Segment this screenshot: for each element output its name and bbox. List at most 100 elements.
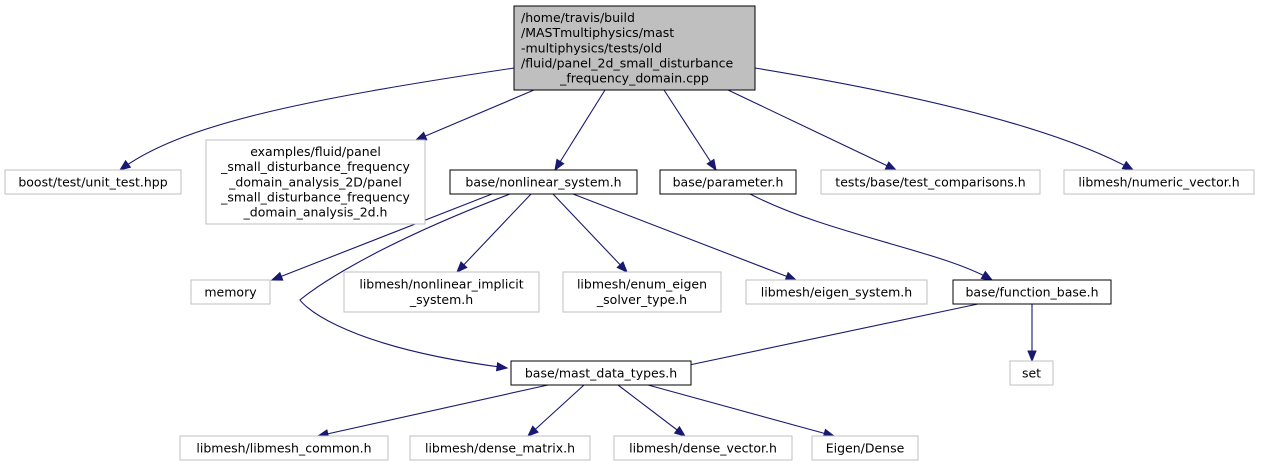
edge-line bbox=[754, 67, 1134, 171]
node-box bbox=[952, 279, 1112, 305]
edge-line bbox=[572, 193, 797, 281]
edge-root-to-examples_panel_header bbox=[414, 89, 535, 141]
edge-nonlinear_system-to-nonlinear_implicit_system bbox=[456, 193, 532, 273]
node-box bbox=[1063, 169, 1255, 195]
node-root[interactable]: /home/travis/build/MASTmultiphysics/mast… bbox=[513, 5, 756, 91]
node-label-line: -multiphysics/tests/old bbox=[521, 40, 662, 55]
node-box bbox=[179, 435, 389, 461]
edge-function_base-to-mast_data_types bbox=[673, 303, 979, 371]
edge-line bbox=[552, 193, 628, 273]
node-label-line: _domain_analysis_2d.h bbox=[243, 205, 388, 220]
edge-line bbox=[727, 89, 897, 171]
node-examples-panel-header: examples/fluid/panel_small_disturbance_f… bbox=[205, 139, 426, 225]
node-nonlinear-system[interactable]: base/nonlinear_system.h bbox=[449, 169, 638, 195]
node-label-line: libmesh/libmesh_common.h bbox=[196, 440, 371, 455]
node-label-line: _small_disturbance_frequency bbox=[220, 159, 410, 174]
node-memory: memory bbox=[190, 279, 271, 305]
edge-line bbox=[663, 89, 717, 171]
node-boost-unit-test: boost/test/unit_test.hpp bbox=[4, 169, 182, 195]
node-label-line: base/nonlinear_system.h bbox=[465, 174, 621, 189]
node-label-line: _domain_analysis_2D/panel bbox=[228, 174, 402, 189]
edge-nonlinear_system-to-eigen_system bbox=[572, 193, 798, 281]
arrowhead bbox=[1027, 350, 1037, 363]
arrowhead bbox=[527, 425, 539, 437]
edge-line bbox=[456, 193, 532, 273]
node-label-line: /home/travis/build bbox=[521, 10, 635, 25]
node-label-line: libmesh/eigen_system.h bbox=[761, 284, 912, 299]
arrowhead bbox=[456, 261, 468, 273]
node-label-line: _frequency_domain.cpp bbox=[559, 71, 709, 86]
node-eigen-system: libmesh/eigen_system.h bbox=[745, 279, 928, 305]
node-box bbox=[409, 435, 591, 461]
edge-nonlinear_system-to-mast_data_types bbox=[299, 193, 511, 372]
node-box bbox=[659, 169, 797, 195]
edge-nonlinear_system-to-enum_eigen_solver_type bbox=[552, 193, 628, 273]
node-box bbox=[811, 435, 919, 461]
node-test-comparisons: tests/base/test_comparisons.h bbox=[820, 169, 1041, 195]
node-label-line: base/function_base.h bbox=[965, 284, 1098, 299]
arrowhead bbox=[784, 271, 798, 281]
node-set: set bbox=[1009, 360, 1054, 386]
node-label-line: Eigen/Dense bbox=[826, 440, 905, 455]
arrowhead bbox=[616, 261, 628, 273]
node-nonlinear-implicit-system: libmesh/nonlinear_implicit_system.h bbox=[343, 271, 540, 313]
node-box bbox=[745, 279, 928, 305]
nodes-layer: /home/travis/build/MASTmultiphysics/mast… bbox=[4, 5, 1255, 461]
edge-root-to-parameter bbox=[663, 89, 717, 172]
arrowhead bbox=[270, 271, 284, 281]
node-label-line: libmesh/numeric_vector.h bbox=[1078, 174, 1239, 189]
node-label-line: base/parameter.h bbox=[673, 174, 784, 189]
edge-function_base-to-set bbox=[1027, 304, 1037, 363]
edge-line bbox=[617, 384, 686, 437]
node-box bbox=[613, 435, 793, 461]
node-label-line: memory bbox=[204, 284, 257, 299]
arrowhead bbox=[1121, 160, 1135, 171]
edge-line bbox=[415, 89, 535, 141]
node-label-line: set bbox=[1022, 365, 1041, 380]
edge-line bbox=[271, 193, 493, 281]
node-box bbox=[190, 279, 271, 305]
node-label-line: _system.h bbox=[409, 292, 473, 307]
node-label-line: libmesh/dense_vector.h bbox=[629, 440, 777, 455]
edge-line bbox=[674, 303, 979, 369]
node-enum-eigen-solver-type: libmesh/enum_eigen_solver_type.h bbox=[562, 271, 722, 313]
node-parameter[interactable]: base/parameter.h bbox=[659, 169, 797, 195]
edge-line bbox=[119, 67, 515, 171]
node-dense-matrix: libmesh/dense_matrix.h bbox=[409, 435, 591, 461]
edge-mast_data_types-to-libmesh_common bbox=[316, 384, 549, 439]
edge-line bbox=[647, 384, 835, 437]
edge-mast_data_types-to-dense_vector bbox=[617, 384, 687, 437]
node-numeric-vector: libmesh/numeric_vector.h bbox=[1063, 169, 1255, 195]
arrowhead bbox=[884, 161, 898, 171]
edge-root-to-numeric_vector bbox=[754, 67, 1135, 171]
arrowhead bbox=[118, 159, 132, 171]
node-label-line: /fluid/panel_2d_small_disturbance bbox=[521, 55, 734, 70]
edge-line bbox=[527, 384, 585, 437]
edge-root-to-boost_unit_test bbox=[118, 67, 515, 171]
arrowhead bbox=[980, 270, 994, 281]
edge-line bbox=[317, 384, 549, 437]
node-function-base[interactable]: base/function_base.h bbox=[952, 279, 1112, 305]
node-label-line: libmesh/nonlinear_implicit bbox=[359, 277, 523, 292]
node-mast-data-types[interactable]: base/mast_data_types.h bbox=[510, 360, 692, 386]
edge-root-to-test_comparisons bbox=[727, 89, 898, 171]
edge-line bbox=[554, 89, 606, 171]
node-box bbox=[562, 271, 722, 313]
node-box bbox=[4, 169, 182, 195]
arrowhead bbox=[414, 131, 428, 141]
arrowhead bbox=[673, 425, 687, 437]
node-label-line: base/mast_data_types.h bbox=[525, 365, 677, 380]
node-box bbox=[343, 271, 540, 313]
arrowhead bbox=[554, 158, 565, 172]
edge-nonlinear_system-to-memory bbox=[270, 193, 493, 281]
node-box bbox=[820, 169, 1041, 195]
node-box bbox=[1009, 360, 1054, 386]
node-dense-vector: libmesh/dense_vector.h bbox=[613, 435, 793, 461]
node-box bbox=[510, 360, 692, 386]
node-box bbox=[513, 5, 756, 91]
node-label-line: boost/test/unit_test.hpp bbox=[18, 174, 167, 189]
node-label-line: _solver_type.h bbox=[596, 292, 687, 307]
arrowhead bbox=[706, 158, 717, 172]
edge-parameter-to-function_base bbox=[749, 193, 994, 281]
node-box bbox=[449, 169, 638, 195]
